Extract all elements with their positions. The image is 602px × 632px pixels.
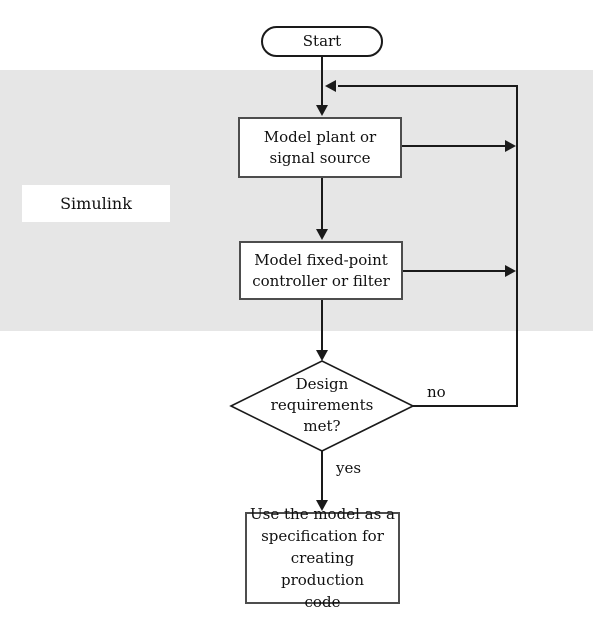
arrowhead-into-decision <box>316 350 328 361</box>
node-start: Start <box>261 26 383 57</box>
arrowhead-controller-to-loop <box>505 265 516 277</box>
node-production-code: Use the model as a specification for cre… <box>245 505 400 611</box>
arrowhead-loop-to-mainline <box>325 80 336 92</box>
node-decision-label: Design requirements met? <box>270 375 374 435</box>
simulink-region-label: Simulink <box>22 185 170 222</box>
decision-diamond <box>229 360 415 452</box>
edge-label-no: no <box>427 383 446 401</box>
arrowhead-plant-to-loop <box>505 140 516 152</box>
edge-no-loop <box>338 85 518 407</box>
arrowhead-into-controller <box>316 229 328 240</box>
arrowhead-into-plant <box>316 105 328 116</box>
arrowhead-into-production <box>316 500 328 511</box>
edge-label-yes: yes <box>336 459 362 477</box>
node-model-plant: Model plant or signal source <box>238 117 402 178</box>
node-model-controller: Model fixed-point controller or filter <box>239 241 403 300</box>
